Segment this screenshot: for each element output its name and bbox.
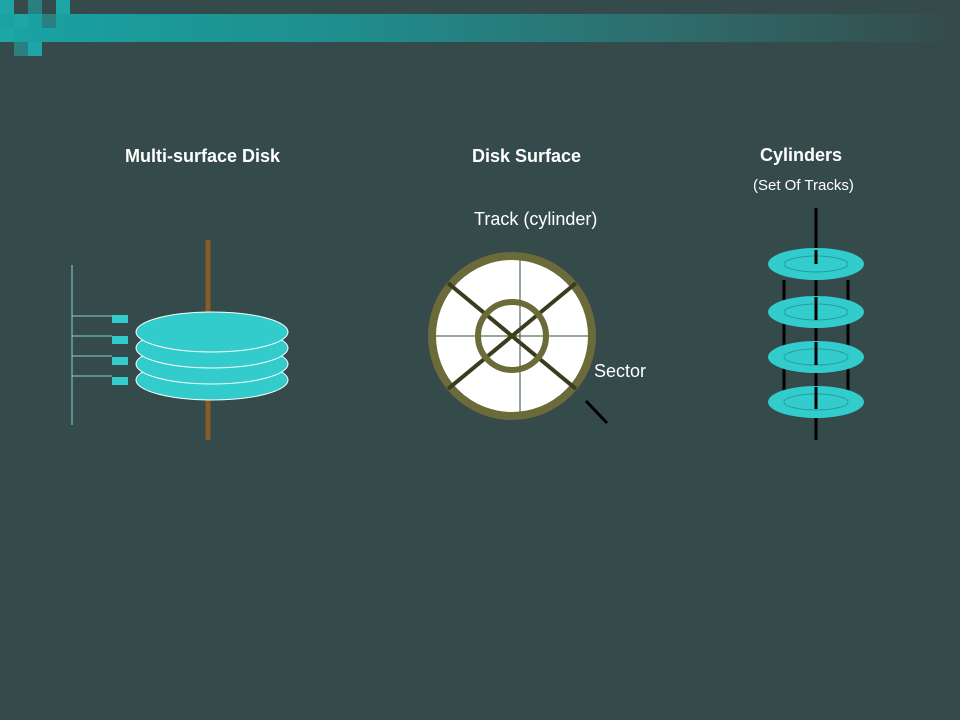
header-square: [0, 28, 14, 42]
sector-pointer: [584, 399, 609, 425]
header-square: [14, 42, 28, 56]
disk-surface-title: Disk Surface: [472, 146, 582, 166]
header-square: [0, 0, 14, 14]
track-ring: [475, 299, 549, 373]
read-write-head: [112, 336, 128, 344]
header-square: [14, 14, 28, 28]
header-square: [42, 14, 56, 28]
sector-label: Sector: [594, 361, 647, 381]
cylinders-title: Cylinders: [760, 145, 843, 165]
read-write-head: [112, 377, 128, 385]
disk-surface: [428, 232, 626, 425]
cylinders: [768, 208, 864, 440]
header-square: [28, 0, 42, 14]
multi-surface-disk: [71, 240, 289, 440]
header-square: [56, 0, 70, 14]
multi-surface-disk-title: Multi-surface Disk: [125, 146, 281, 166]
cylinders-subtitle: (Set Of Tracks): [753, 177, 854, 194]
platter: [135, 311, 289, 353]
track-label: Track (cylinder): [474, 209, 598, 229]
header-bar: [0, 14, 960, 42]
read-write-head: [112, 357, 128, 365]
header-square: [28, 42, 42, 56]
read-write-head: [112, 315, 128, 323]
